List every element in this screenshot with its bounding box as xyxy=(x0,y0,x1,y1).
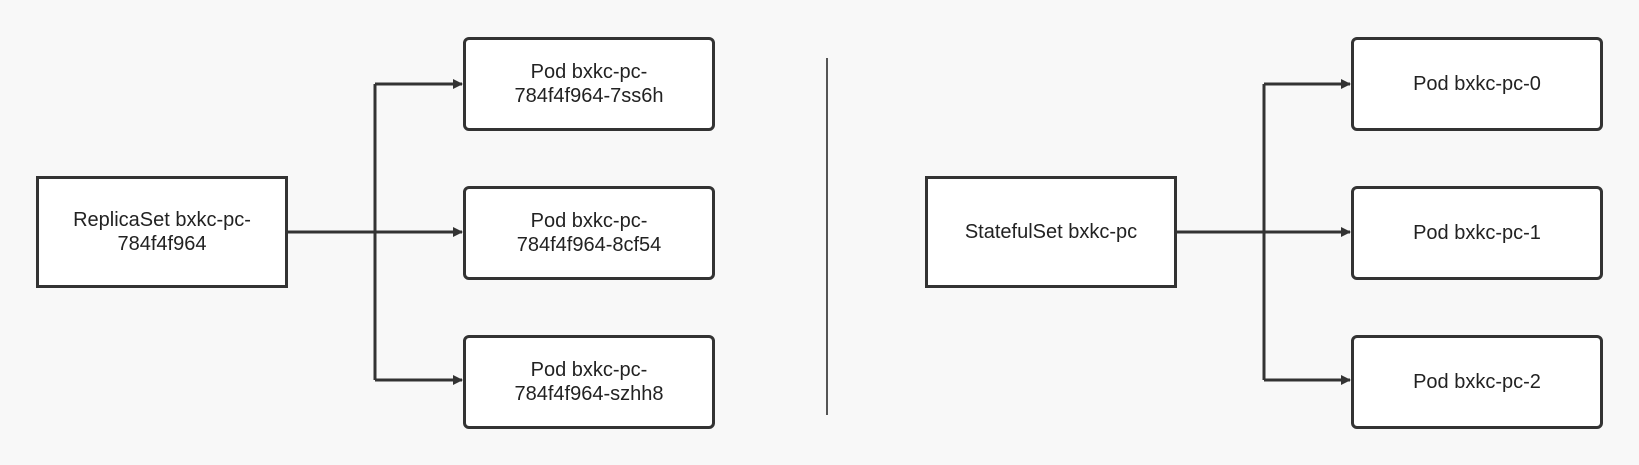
statefulset-connectors xyxy=(1177,79,1351,385)
ss-pod-node-0[interactable]: Pod bxkc-pc-0 xyxy=(1351,37,1603,131)
ss-pod-label: Pod bxkc-pc-0 xyxy=(1413,73,1541,95)
rs-pod-node-szhh8[interactable]: Pod bxkc-pc- 784f4f964-szhh8 xyxy=(463,335,715,429)
ss-pod-label: Pod bxkc-pc-1 xyxy=(1413,222,1541,244)
rs-pod-node-7ss6h[interactable]: Pod bxkc-pc- 784f4f964-7ss6h xyxy=(463,37,715,131)
replicaset-connectors xyxy=(288,79,463,385)
rs-pod-label: Pod bxkc-pc- 784f4f964-szhh8 xyxy=(514,359,664,405)
rs-pod-node-8cf54[interactable]: Pod bxkc-pc- 784f4f964-8cf54 xyxy=(463,186,715,280)
ss-pod-node-1[interactable]: Pod bxkc-pc-1 xyxy=(1351,186,1603,280)
rs-pod-label: Pod bxkc-pc- 784f4f964-7ss6h xyxy=(514,61,664,107)
replicaset-label: ReplicaSet bxkc-pc- 784f4f964 xyxy=(73,209,251,255)
replicaset-node[interactable]: ReplicaSet bxkc-pc- 784f4f964 xyxy=(36,176,288,288)
rs-pod-label: Pod bxkc-pc- 784f4f964-8cf54 xyxy=(516,210,662,256)
statefulset-label: StatefulSet bxkc-pc xyxy=(964,221,1138,243)
statefulset-node[interactable]: StatefulSet bxkc-pc xyxy=(925,176,1177,288)
ss-pod-label: Pod bxkc-pc-2 xyxy=(1413,371,1541,393)
ss-pod-node-2[interactable]: Pod bxkc-pc-2 xyxy=(1351,335,1603,429)
